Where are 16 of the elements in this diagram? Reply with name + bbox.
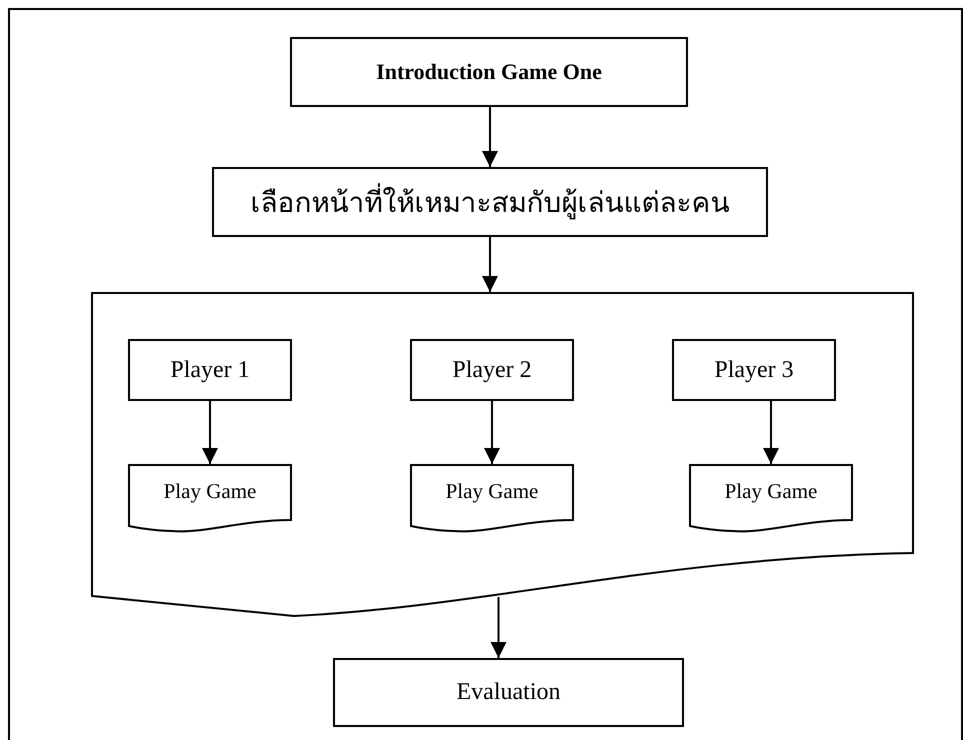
- process-box: Player 2: [410, 339, 574, 401]
- process-box: Evaluation: [333, 658, 684, 727]
- arrow: [482, 107, 498, 167]
- document-box: Play Game: [128, 464, 292, 532]
- arrow: [202, 401, 218, 464]
- document-box: Play Game: [410, 464, 574, 532]
- process-box: เลือกหน้าที่ให้เหมาะสมกับผู้เล่นแต่ละคน: [212, 167, 768, 237]
- arrow: [482, 237, 498, 292]
- process-box: Player 1: [128, 339, 292, 401]
- process-box: Introduction Game One: [290, 37, 688, 107]
- document-frame: [91, 292, 914, 617]
- document-box: Play Game: [689, 464, 853, 532]
- process-box: Player 3: [672, 339, 836, 401]
- arrow: [763, 401, 779, 464]
- arrow: [490, 597, 506, 658]
- arrow: [484, 401, 500, 464]
